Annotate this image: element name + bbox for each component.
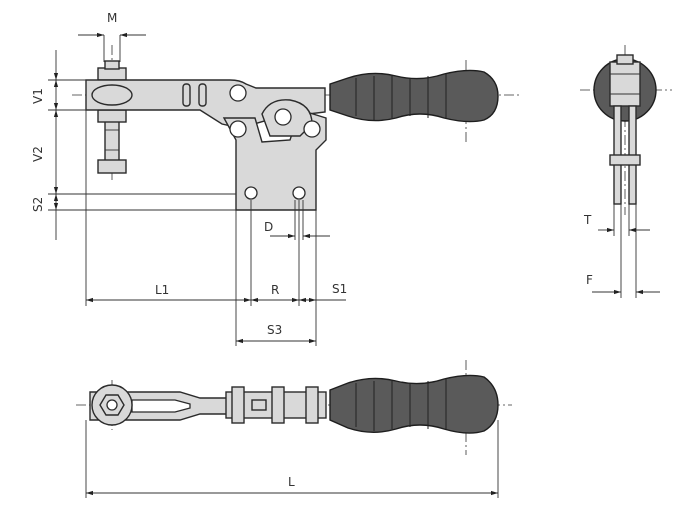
spindle-nut-upper: [97, 67, 127, 81]
dim-label-d: D: [264, 220, 273, 234]
end-view-clip: [609, 154, 641, 166]
top-handle-grip: [329, 374, 499, 434]
top-arm-slot: [131, 399, 191, 413]
top-view: L: [76, 360, 512, 498]
end-view-spindle-nut: [609, 61, 641, 107]
base-hole-2: [292, 186, 306, 200]
end-view: T F: [580, 45, 672, 298]
pivot-hole-2: [229, 120, 247, 138]
top-center-block: [251, 399, 267, 411]
top-pin-3: [305, 386, 319, 424]
base-hole-1: [244, 186, 258, 200]
dim-label-m: M: [107, 11, 117, 25]
dim-label-r: R: [271, 283, 279, 297]
dim-label-l1: L1: [155, 283, 169, 297]
handle-grip: [329, 69, 499, 123]
dim-label-l: L: [288, 475, 295, 489]
dim-label-s2: S2: [31, 197, 45, 212]
dim-label-t: T: [583, 213, 592, 227]
spindle-nut-lower: [97, 109, 127, 123]
pivot-hole-4: [303, 120, 321, 138]
spindle-top: [104, 60, 120, 70]
side-view: M V1 V2 S2 D L1 R: [31, 11, 520, 346]
dim-label-v1: V1: [31, 88, 45, 104]
dim-label-s3: S3: [267, 323, 282, 337]
top-pin-1: [231, 386, 245, 424]
dim-label-f: F: [586, 273, 593, 287]
arm-slot-2: [198, 83, 207, 107]
end-view-spindle-top: [616, 54, 634, 65]
arm-slot-1: [182, 83, 191, 107]
top-pin-2: [271, 386, 285, 424]
pivot-hole-1: [229, 84, 247, 102]
spindle-pad: [97, 159, 127, 174]
dim-label-v2: V2: [31, 146, 45, 162]
spindle-head: [91, 84, 133, 106]
pivot-hole-3: [274, 108, 292, 126]
dim-label-s1: S1: [332, 282, 347, 296]
